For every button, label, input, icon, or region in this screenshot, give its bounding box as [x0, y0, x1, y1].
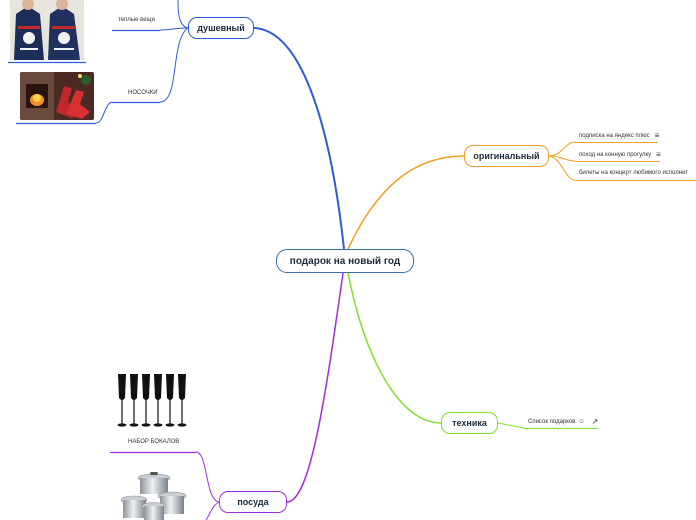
- connector-root-dushevny: [253, 27, 345, 250]
- smiley-icon: ☺: [578, 418, 585, 425]
- connector-orig-1: [548, 141, 576, 157]
- champagne-glass: [129, 374, 139, 427]
- central-topic[interactable]: подарок на новый год: [276, 249, 414, 273]
- menu-icon[interactable]: ≡: [656, 150, 661, 159]
- leaf-noski[interactable]: НОСОЧКИ: [128, 90, 158, 96]
- leaf-label: поход на конную прогулку: [579, 151, 652, 158]
- leaf-label: билеты на концерт любимого исполнит: [579, 170, 689, 176]
- leaf-label: НОСОЧКИ: [128, 90, 158, 96]
- menu-icon[interactable]: ≡: [654, 131, 660, 140]
- champagne-glass: [117, 374, 127, 427]
- champagne-glass: [177, 374, 187, 427]
- socks-by-fireplace-photo[interactable]: [20, 72, 94, 120]
- socks-illustration: [20, 72, 94, 120]
- connector-root-posuda: [286, 272, 344, 503]
- leaf-label: Список подарков: [528, 418, 576, 425]
- leaf-glasses-set[interactable]: НАБОР БОКАЛОВ: [128, 439, 179, 445]
- leaf-label: подписка на яндекс плюс: [579, 132, 650, 139]
- connector-dushevny-noski: [159, 27, 189, 103]
- sweaters-photo[interactable]: [10, 0, 84, 60]
- leaf-yandex-plus[interactable]: подписка на яндекс плюс ≡: [579, 131, 659, 140]
- leaf-concert-tickets[interactable]: билеты на концерт любимого исполнит: [579, 170, 688, 176]
- leaf-label: теплые вещи: [118, 17, 155, 23]
- connector-noski-image: [95, 101, 113, 124]
- champagne-glass: [165, 374, 175, 427]
- connector-orig-2: [548, 155, 576, 162]
- champagne-glass: [153, 374, 163, 427]
- branch-tekhnika[interactable]: техника: [441, 412, 498, 434]
- cookware-set-photo[interactable]: [116, 470, 192, 520]
- leaf-label: НАБОР БОКАЛОВ: [128, 439, 180, 445]
- champagne-glass: [141, 374, 151, 427]
- cookware-illustration: [120, 472, 187, 520]
- connector-posuda-bokaly: [195, 451, 220, 503]
- leaf-gift-list[interactable]: Список подарков ☺ ↗: [528, 417, 598, 426]
- glasses-illustration: [117, 374, 187, 427]
- champagne-glasses-photo[interactable]: [114, 372, 192, 430]
- external-link-icon[interactable]: ↗: [591, 417, 599, 426]
- leaf-teplye-veshchi[interactable]: теплые вещи: [118, 17, 155, 23]
- connector-posuda-down: [205, 501, 220, 520]
- branch-dushevny[interactable]: душевный: [188, 17, 254, 39]
- leaf-horse-ride[interactable]: поход на конную прогулку ≡: [579, 150, 661, 159]
- branch-originalny[interactable]: оригинальный: [464, 145, 549, 167]
- connector-tekhnika-list: [497, 422, 525, 429]
- sweaters-illustration: [10, 0, 84, 60]
- connector-root-tekhnika: [347, 272, 442, 424]
- connector-dushevny-teplye: [159, 27, 189, 31]
- branch-posuda[interactable]: посуда: [219, 491, 287, 513]
- connector-orig-3: [548, 155, 576, 181]
- connector-dushevny-up: [177, 0, 189, 29]
- connector-root-originalny: [347, 155, 465, 250]
